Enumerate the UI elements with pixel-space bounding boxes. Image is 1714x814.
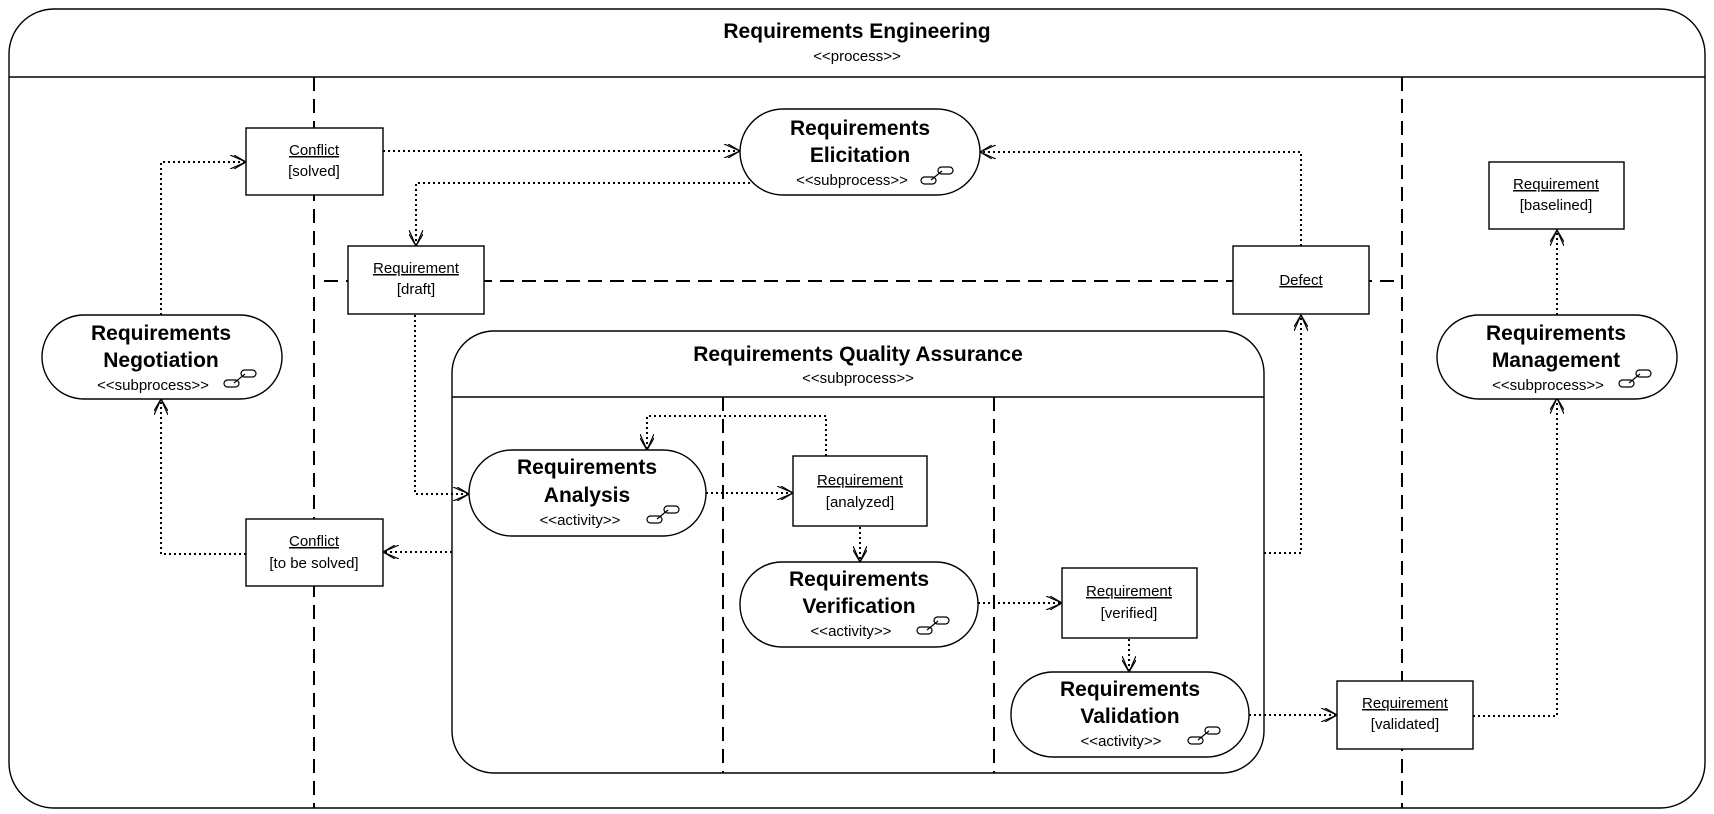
node-stereotype: <<activity>> [1081, 733, 1162, 750]
qa-title: Requirements Quality Assurance [693, 343, 1023, 366]
activity-link-icon [223, 369, 257, 388]
object-name: Conflict [289, 533, 340, 550]
node-title-line2: Validation [1080, 705, 1179, 728]
object-name: Requirement [373, 260, 460, 277]
object-name: Defect [1279, 272, 1323, 289]
node-stereotype: <<subprocess>> [97, 377, 209, 394]
activity-link-icon [920, 166, 954, 185]
node-requirements-management: Requirements Management <<subprocess>> [1436, 314, 1678, 400]
node-title-line1: Requirements [1486, 322, 1626, 345]
qa-stereotype: <<subprocess>> [802, 370, 914, 387]
node-title-line1: Requirements [789, 568, 929, 591]
flow-elicitation-to-draft [416, 182, 765, 246]
process-stereotype: <<process>> [813, 48, 901, 65]
object-conflict-to-be-solved: Conflict [to be solved] [245, 518, 384, 587]
activity-link-icon [646, 505, 680, 524]
object-name: Requirement [1086, 583, 1173, 600]
object-name: Requirement [817, 472, 904, 489]
flow-qa-to-defect [1264, 315, 1301, 554]
object-state: [draft] [397, 281, 435, 298]
node-title-line2: Management [1492, 349, 1620, 372]
swimlane-dividers [313, 77, 1403, 808]
object-state: [analyzed] [826, 494, 894, 511]
object-state: [baselined] [1520, 197, 1593, 214]
activity-link-icon [1618, 369, 1652, 388]
object-requirement-draft: Requirement [draft] [347, 245, 485, 315]
node-title-line1: Requirements [1060, 678, 1200, 701]
node-title-line1: Requirements [790, 117, 930, 140]
node-title-line2: Negotiation [103, 349, 219, 372]
object-name: Requirement [1513, 176, 1600, 193]
node-stereotype: <<activity>> [811, 623, 892, 640]
node-title-line1: Requirements [91, 322, 231, 345]
object-name: Conflict [289, 142, 340, 159]
object-state: [verified] [1101, 605, 1158, 622]
object-conflict-solved: Conflict [solved] [245, 127, 384, 196]
node-title-line2: Analysis [544, 484, 630, 507]
flow-negotiation-to-conflict-solved [160, 162, 246, 315]
node-title-line1: Requirements [517, 456, 657, 479]
activity-link-icon [916, 616, 950, 635]
object-name: Requirement [1362, 695, 1449, 712]
object-requirement-analyzed: Requirement [analyzed] [792, 455, 928, 527]
object-requirement-baselined: Requirement [baselined] [1488, 161, 1625, 230]
object-requirement-validated: Requirement [validated] [1336, 680, 1474, 750]
flow-analyzed-to-analysis [647, 415, 827, 456]
node-requirements-verification: Requirements Verification <<activity>> [739, 561, 979, 648]
node-requirements-negotiation: Requirements Negotiation <<subprocess>> [41, 314, 283, 400]
node-requirements-elicitation: Requirements Elicitation <<subprocess>> [739, 108, 981, 196]
object-defect: Defect [1232, 245, 1370, 315]
flow-draft-to-analysis [414, 315, 469, 494]
node-requirements-validation: Requirements Validation <<activity>> [1010, 671, 1250, 758]
object-state: [solved] [288, 163, 340, 180]
flow-defect-to-elicitation [980, 152, 1302, 246]
node-title-line2: Verification [802, 595, 915, 618]
flows [161, 151, 1557, 716]
flow-validated-to-management [1473, 398, 1557, 717]
node-stereotype: <<activity>> [540, 512, 621, 529]
node-stereotype: <<subprocess>> [796, 172, 908, 189]
node-title-line2: Elicitation [810, 144, 910, 167]
activity-link-icon [1187, 726, 1221, 745]
flow-conflict-tbs-to-negotiation [161, 399, 246, 555]
object-state: [to be solved] [269, 555, 358, 572]
object-state: [validated] [1371, 716, 1439, 733]
node-requirements-analysis: Requirements Analysis <<activity>> [468, 449, 707, 537]
object-requirement-verified: Requirement [verified] [1061, 567, 1198, 639]
node-stereotype: <<subprocess>> [1492, 377, 1604, 394]
process-title: Requirements Engineering [723, 20, 990, 43]
